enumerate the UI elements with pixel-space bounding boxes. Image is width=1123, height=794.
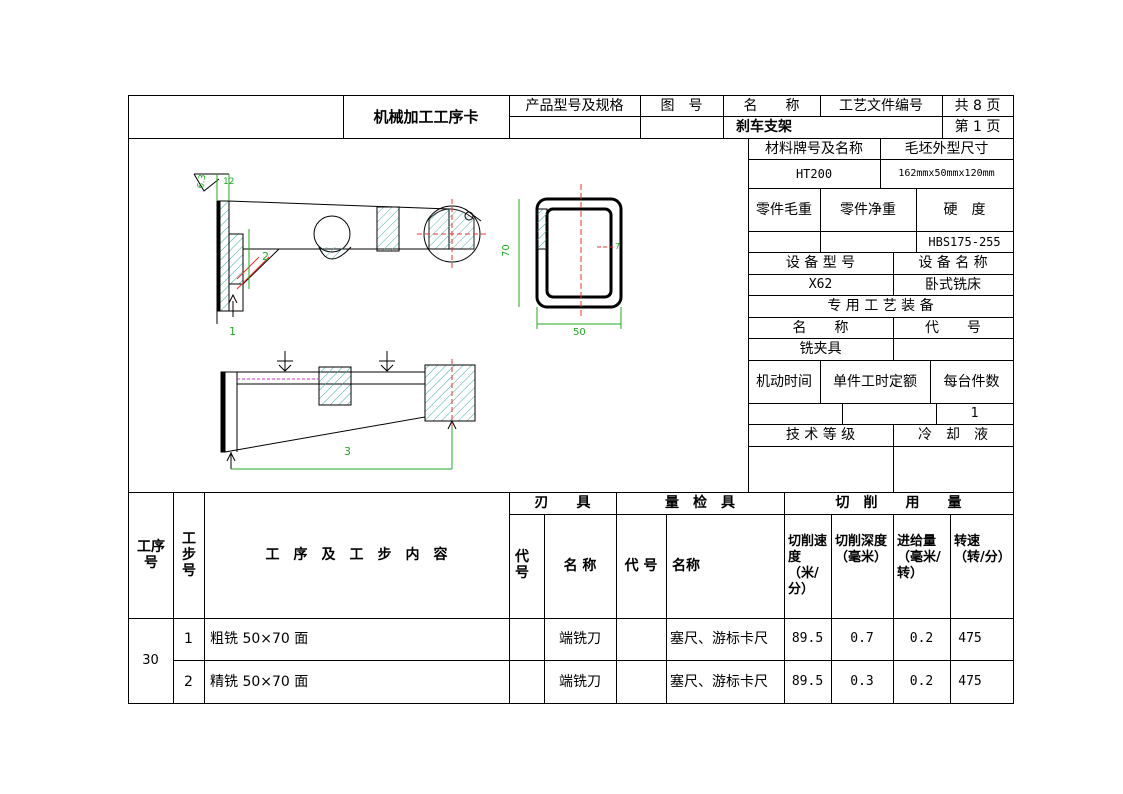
part-name: 刹车支架 — [736, 119, 792, 135]
dim-7: 7 — [615, 242, 620, 251]
op-no-label: 工序号 — [137, 539, 165, 571]
tool-code-label: 代号 — [515, 549, 529, 581]
top-view — [220, 351, 476, 470]
process-doc-no-label: 工艺文件编号 — [839, 97, 923, 114]
equipment-model-label: 设 备 型 号 — [785, 255, 856, 271]
machine-time-label: 机动时间 — [756, 373, 812, 390]
per-machine-value: 1 — [970, 405, 979, 421]
equipment-name-label: 设 备 名 称 — [918, 255, 988, 271]
row-2-depth: 0.3 — [850, 673, 874, 689]
rpm-label: 转速（转/分） — [954, 534, 1010, 565]
dim-70: 70 — [501, 244, 512, 257]
row-2-rpm: 475 — [958, 673, 982, 689]
gauge-name-label: 名称 — [672, 558, 700, 574]
blank-size-label: 毛坯外型尺寸 — [904, 140, 989, 157]
step-no-label: 工步号 — [182, 531, 196, 579]
material-label: 材料牌号及名称 — [765, 140, 863, 157]
coolant-label: 冷 却 液 — [918, 427, 988, 443]
gauge-group-label: 量 检 具 — [665, 495, 735, 511]
fixture-header: 专 用 工 艺 装 备 — [827, 298, 934, 314]
row-1-feed: 0.2 — [909, 631, 934, 646]
row-2-feed: 0.2 — [909, 673, 934, 689]
row-2-gauge: 塞尺、游标卡尺 — [670, 673, 768, 690]
net-weight-label: 零件净重 — [840, 201, 896, 218]
equipment-name-value: 卧式铣床 — [925, 276, 981, 293]
part-drawing: 12 6.3 1 2 70 50 7 — [193, 173, 623, 470]
fixture-code-label: 代 号 — [925, 319, 981, 336]
product-model-label: 产品型号及规格 — [525, 97, 624, 114]
op-no-value: 30 — [142, 652, 159, 668]
equipment-model-value: X62 — [808, 276, 833, 292]
blank-size-value: 162mmx50mmx120mm — [898, 167, 995, 179]
hardness-value: HBS175-255 — [928, 234, 1001, 249]
row-1-gauge: 塞尺、游标卡尺 — [670, 631, 768, 647]
cutting-group-label: 切 削 用 量 — [835, 495, 962, 511]
row-1-rpm: 475 — [958, 631, 982, 646]
card-title: 机械加工工序卡 — [373, 108, 479, 126]
row-1-content: 粗铣 50×70 面 — [210, 631, 309, 647]
feed-label: 进给量（毫米/转） — [897, 534, 941, 581]
material-value: HT200 — [795, 166, 833, 181]
row-2-content: 精铣 50×70 面 — [210, 673, 309, 690]
fixture-name-value: 铣夹具 — [799, 341, 842, 357]
ref-3: 3 — [344, 445, 351, 458]
dim-6-3: 6.3 — [196, 174, 208, 190]
content-label: 工 序 及 工 步 内 容 — [265, 547, 448, 563]
dim-12: 12 — [223, 177, 234, 187]
row-1-tool: 端铣刀 — [559, 631, 601, 647]
dim-50: 50 — [573, 327, 586, 338]
gauge-code-label: 代 号 — [624, 558, 658, 574]
row-2-step: 2 — [184, 673, 193, 690]
tool-group-label: 刃 具 — [534, 495, 591, 511]
page-no: 第 1 页 — [954, 119, 1001, 135]
tool-name-label: 名 称 — [563, 558, 597, 574]
row-1-depth: 0.7 — [850, 631, 874, 646]
unit-time-label: 单件工时定额 — [833, 373, 917, 390]
row-2-tool: 端铣刀 — [559, 673, 601, 690]
ref-2: 2 — [262, 250, 269, 263]
side-view — [518, 184, 623, 329]
depth-label: 切削深度（毫米） — [835, 534, 888, 565]
hardness-label: 硬 度 — [943, 201, 986, 218]
name-label: 名 称 — [743, 97, 800, 114]
row-2-speed: 89.5 — [791, 673, 824, 689]
total-pages: 共 8 页 — [954, 97, 1001, 114]
blank-weight-label: 零件毛重 — [756, 201, 812, 218]
front-view — [193, 173, 487, 324]
row-1-speed: 89.5 — [791, 631, 824, 646]
per-machine-label: 每台件数 — [943, 373, 1000, 390]
ref-1: 1 — [229, 325, 236, 338]
tech-grade-label: 技 术 等 级 — [785, 427, 856, 443]
speed-label: 切削速度（米/分） — [788, 534, 828, 597]
fixture-name-label: 名 称 — [792, 319, 849, 336]
drawing-no-label: 图 号 — [660, 97, 703, 114]
row-1-step: 1 — [184, 631, 193, 647]
